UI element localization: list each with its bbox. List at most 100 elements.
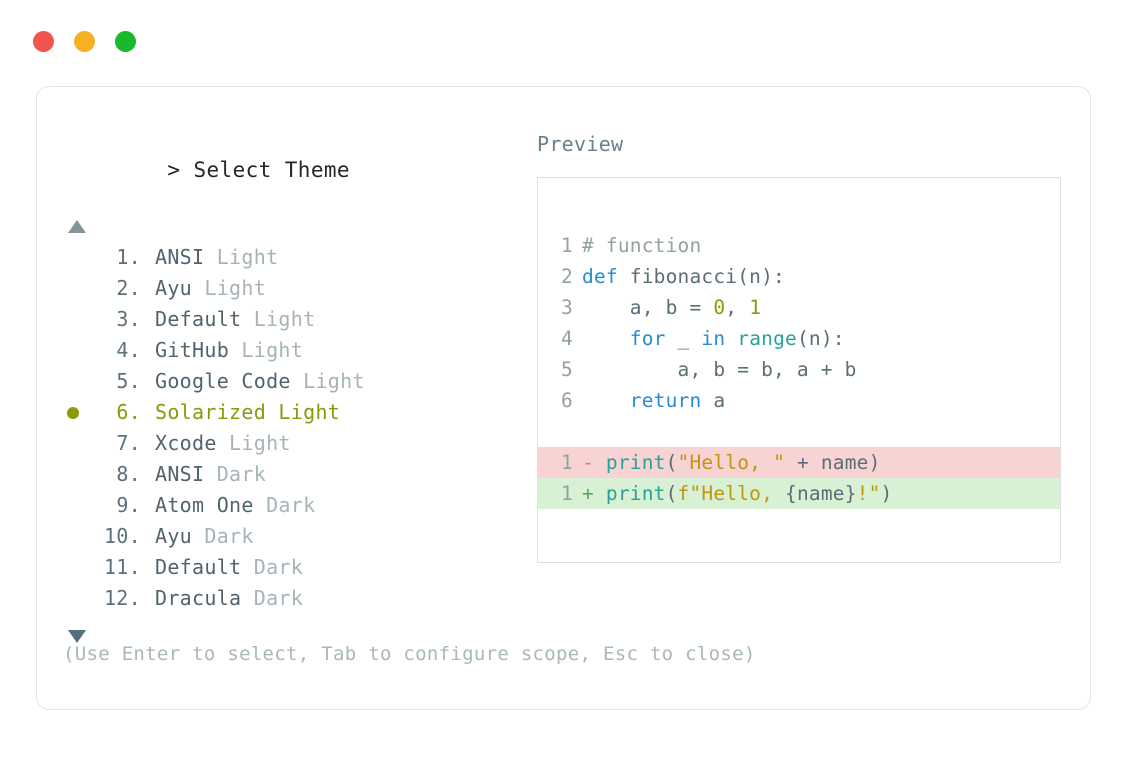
theme-item-name: Xcode — [155, 431, 217, 455]
code-token: in — [701, 327, 726, 350]
theme-item-number: 8. — [116, 462, 141, 486]
code-token: {name} — [785, 482, 857, 505]
theme-item-name: Atom One — [155, 493, 254, 517]
code-line-text: def fibonacci(n): — [582, 261, 785, 292]
theme-list-item[interactable]: 7. Xcode Light — [63, 428, 533, 459]
code-token: ( — [665, 482, 678, 505]
theme-list-item[interactable]: 2. Ayu Light — [63, 273, 533, 304]
maximize-window-button[interactable] — [115, 31, 136, 52]
theme-item-number: 2. — [116, 276, 141, 300]
code-line: 2 def fibonacci(n): — [538, 261, 1060, 292]
diff-line-deletion: 1- print("Hello, " + name) — [538, 447, 1060, 478]
selection-bullet-cell — [63, 242, 93, 273]
page-title: > Select Theme — [63, 131, 533, 209]
theme-list-item[interactable]: 11.Default Dark — [63, 552, 533, 583]
code-line: 6 return a — [538, 385, 1060, 416]
code-sample: 1 # function 2 def fibonacci(n): 3 a, b = 0,… — [538, 178, 1060, 509]
code-token: "Hello, " — [677, 451, 786, 474]
theme-item-variant: Light — [229, 338, 304, 362]
code-token: 1 — [749, 296, 762, 319]
code-line-text: a, b = b, a + b — [582, 354, 857, 385]
theme-item-number: 5. — [116, 369, 141, 393]
code-line-text: for _ in range(n): — [582, 323, 845, 354]
page-title-text — [180, 158, 193, 182]
theme-item-name: Default — [155, 555, 242, 579]
code-token — [582, 389, 630, 412]
scroll-up-icon[interactable] — [68, 220, 86, 233]
theme-item-number: 9. — [116, 493, 141, 517]
line-number: 1 — [561, 482, 573, 505]
theme-item-number: 7. — [116, 431, 141, 455]
theme-item-variant: Light — [192, 276, 267, 300]
code-token: print — [605, 482, 666, 505]
code-token: ) — [880, 482, 893, 505]
theme-list-item[interactable]: 9. Atom One Dark — [63, 490, 533, 521]
theme-item-name: Google Code — [155, 369, 291, 393]
code-token: fibonacci(n): — [629, 265, 785, 288]
theme-list-item[interactable]: 1.ANSI Light — [63, 242, 533, 273]
line-number: 1 — [561, 451, 573, 474]
minimize-window-button[interactable] — [74, 31, 95, 52]
selection-bullet-cell — [63, 459, 93, 490]
theme-list-item[interactable]: 4.GitHub Light — [63, 335, 533, 366]
selected-bullet-icon — [67, 406, 79, 419]
selection-bullet-cell — [63, 583, 93, 614]
diff-line-addition: 1 + print(f"Hello, {name}!") — [538, 478, 1060, 509]
theme-item-variant: Dark — [253, 493, 316, 517]
code-token: a, b = — [582, 296, 714, 319]
code-token: a, b = b, a + b — [582, 358, 857, 381]
code-line-text: a, b = 0, 1 — [582, 292, 761, 323]
line-number: 1 — [561, 234, 573, 257]
code-token: for — [629, 327, 666, 350]
diff-line-text: print(f"Hello, {name}!") — [606, 478, 899, 509]
theme-item-variant: Dark — [241, 586, 304, 610]
theme-item-name: Dracula — [155, 586, 242, 610]
code-token: range — [737, 327, 797, 350]
line-number: 6 — [561, 389, 573, 412]
code-token: + name) — [785, 451, 881, 474]
theme-item-number: 10. — [103, 524, 141, 548]
theme-list-item[interactable]: 5. Google Code Light — [63, 366, 533, 397]
line-number: 3 — [561, 296, 573, 319]
theme-list-item[interactable]: 6.Solarized Light — [63, 397, 533, 428]
preview-box: 1 # function 2 def fibonacci(n): 3 a, b = 0,… — [537, 177, 1061, 563]
code-token: print — [605, 451, 666, 474]
theme-item-name: ANSI — [155, 462, 205, 486]
theme-item-variant: Light — [216, 431, 291, 455]
diff-marker: - — [582, 451, 606, 474]
theme-item-variant: Light — [241, 307, 316, 331]
code-token: _ — [665, 327, 702, 350]
selection-bullet-cell — [63, 521, 93, 552]
theme-item-name: Ayu — [155, 524, 193, 548]
line-number: 4 — [561, 327, 573, 350]
prompt-caret-icon: > — [167, 158, 181, 182]
theme-item-number: 11. — [103, 555, 141, 579]
theme-item-name: Ayu — [155, 276, 193, 300]
theme-item-variant: Light — [266, 400, 341, 424]
code-token: !" — [856, 482, 881, 505]
theme-list-item[interactable]: 8. ANSI Dark — [63, 459, 533, 490]
close-window-button[interactable] — [33, 31, 54, 52]
theme-item-number: 3. — [116, 307, 141, 331]
theme-item-number: 6. — [116, 400, 141, 424]
line-number: 5 — [561, 358, 573, 381]
theme-item-variant: Dark — [204, 462, 267, 486]
code-token: f"Hello, — [677, 482, 786, 505]
theme-list-item[interactable]: 10. Ayu Dark — [63, 521, 533, 552]
code-token: # function — [582, 234, 702, 257]
theme-list-item[interactable]: 3.Default Light — [63, 304, 533, 335]
theme-item-number: 12. — [103, 586, 141, 610]
theme-item-variant: Dark — [192, 524, 254, 548]
theme-item-variant: Light — [290, 369, 365, 393]
theme-list-item[interactable]: 12. Dracula Dark — [63, 583, 533, 614]
scroll-down-icon[interactable] — [68, 630, 86, 643]
code-token: (n): — [796, 327, 845, 350]
diff-marker: + — [582, 482, 606, 505]
selection-bullet-cell — [63, 552, 93, 583]
line-number: 2 — [561, 265, 573, 288]
selection-bullet-cell — [63, 490, 93, 521]
